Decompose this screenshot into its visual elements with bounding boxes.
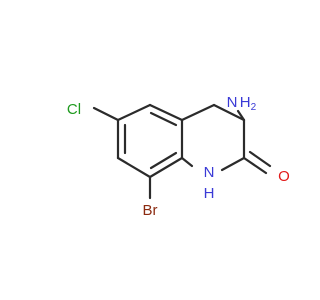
- amino-h-text: H: [240, 94, 251, 111]
- double-bond-inner: [149, 151, 178, 170]
- ring-nitrogen-hydrogen-label: H: [204, 185, 215, 202]
- bond: [220, 156, 246, 172]
- amino-hydrogen-label: H2: [240, 94, 257, 113]
- bond: [242, 156, 268, 175]
- bond: [148, 156, 184, 179]
- bromine-label: Br: [143, 202, 158, 219]
- chlorine-label: Cl: [67, 101, 81, 118]
- chloro-bond: [92, 106, 120, 122]
- bond: [148, 103, 184, 122]
- double-bond-inner: [149, 111, 178, 127]
- ring-nitrogen-label: N: [204, 164, 215, 181]
- bond: [212, 103, 246, 122]
- bond: [116, 103, 152, 122]
- bond: [180, 156, 194, 168]
- carbonyl-bond: [242, 150, 272, 175]
- molecule-structure: Cl Br N H O N H2: [67, 94, 290, 219]
- bond: [180, 103, 216, 122]
- benzene-ring: [116, 103, 184, 179]
- oxygen-label: O: [278, 168, 290, 185]
- lactam-ring: [180, 103, 246, 172]
- bond: [116, 156, 152, 179]
- amino-nitrogen-label: N: [227, 94, 238, 111]
- amino-h-count: 2: [251, 102, 257, 113]
- bond: [248, 150, 272, 168]
- amino-bond: [236, 109, 246, 122]
- amino-n-text: N: [227, 94, 238, 111]
